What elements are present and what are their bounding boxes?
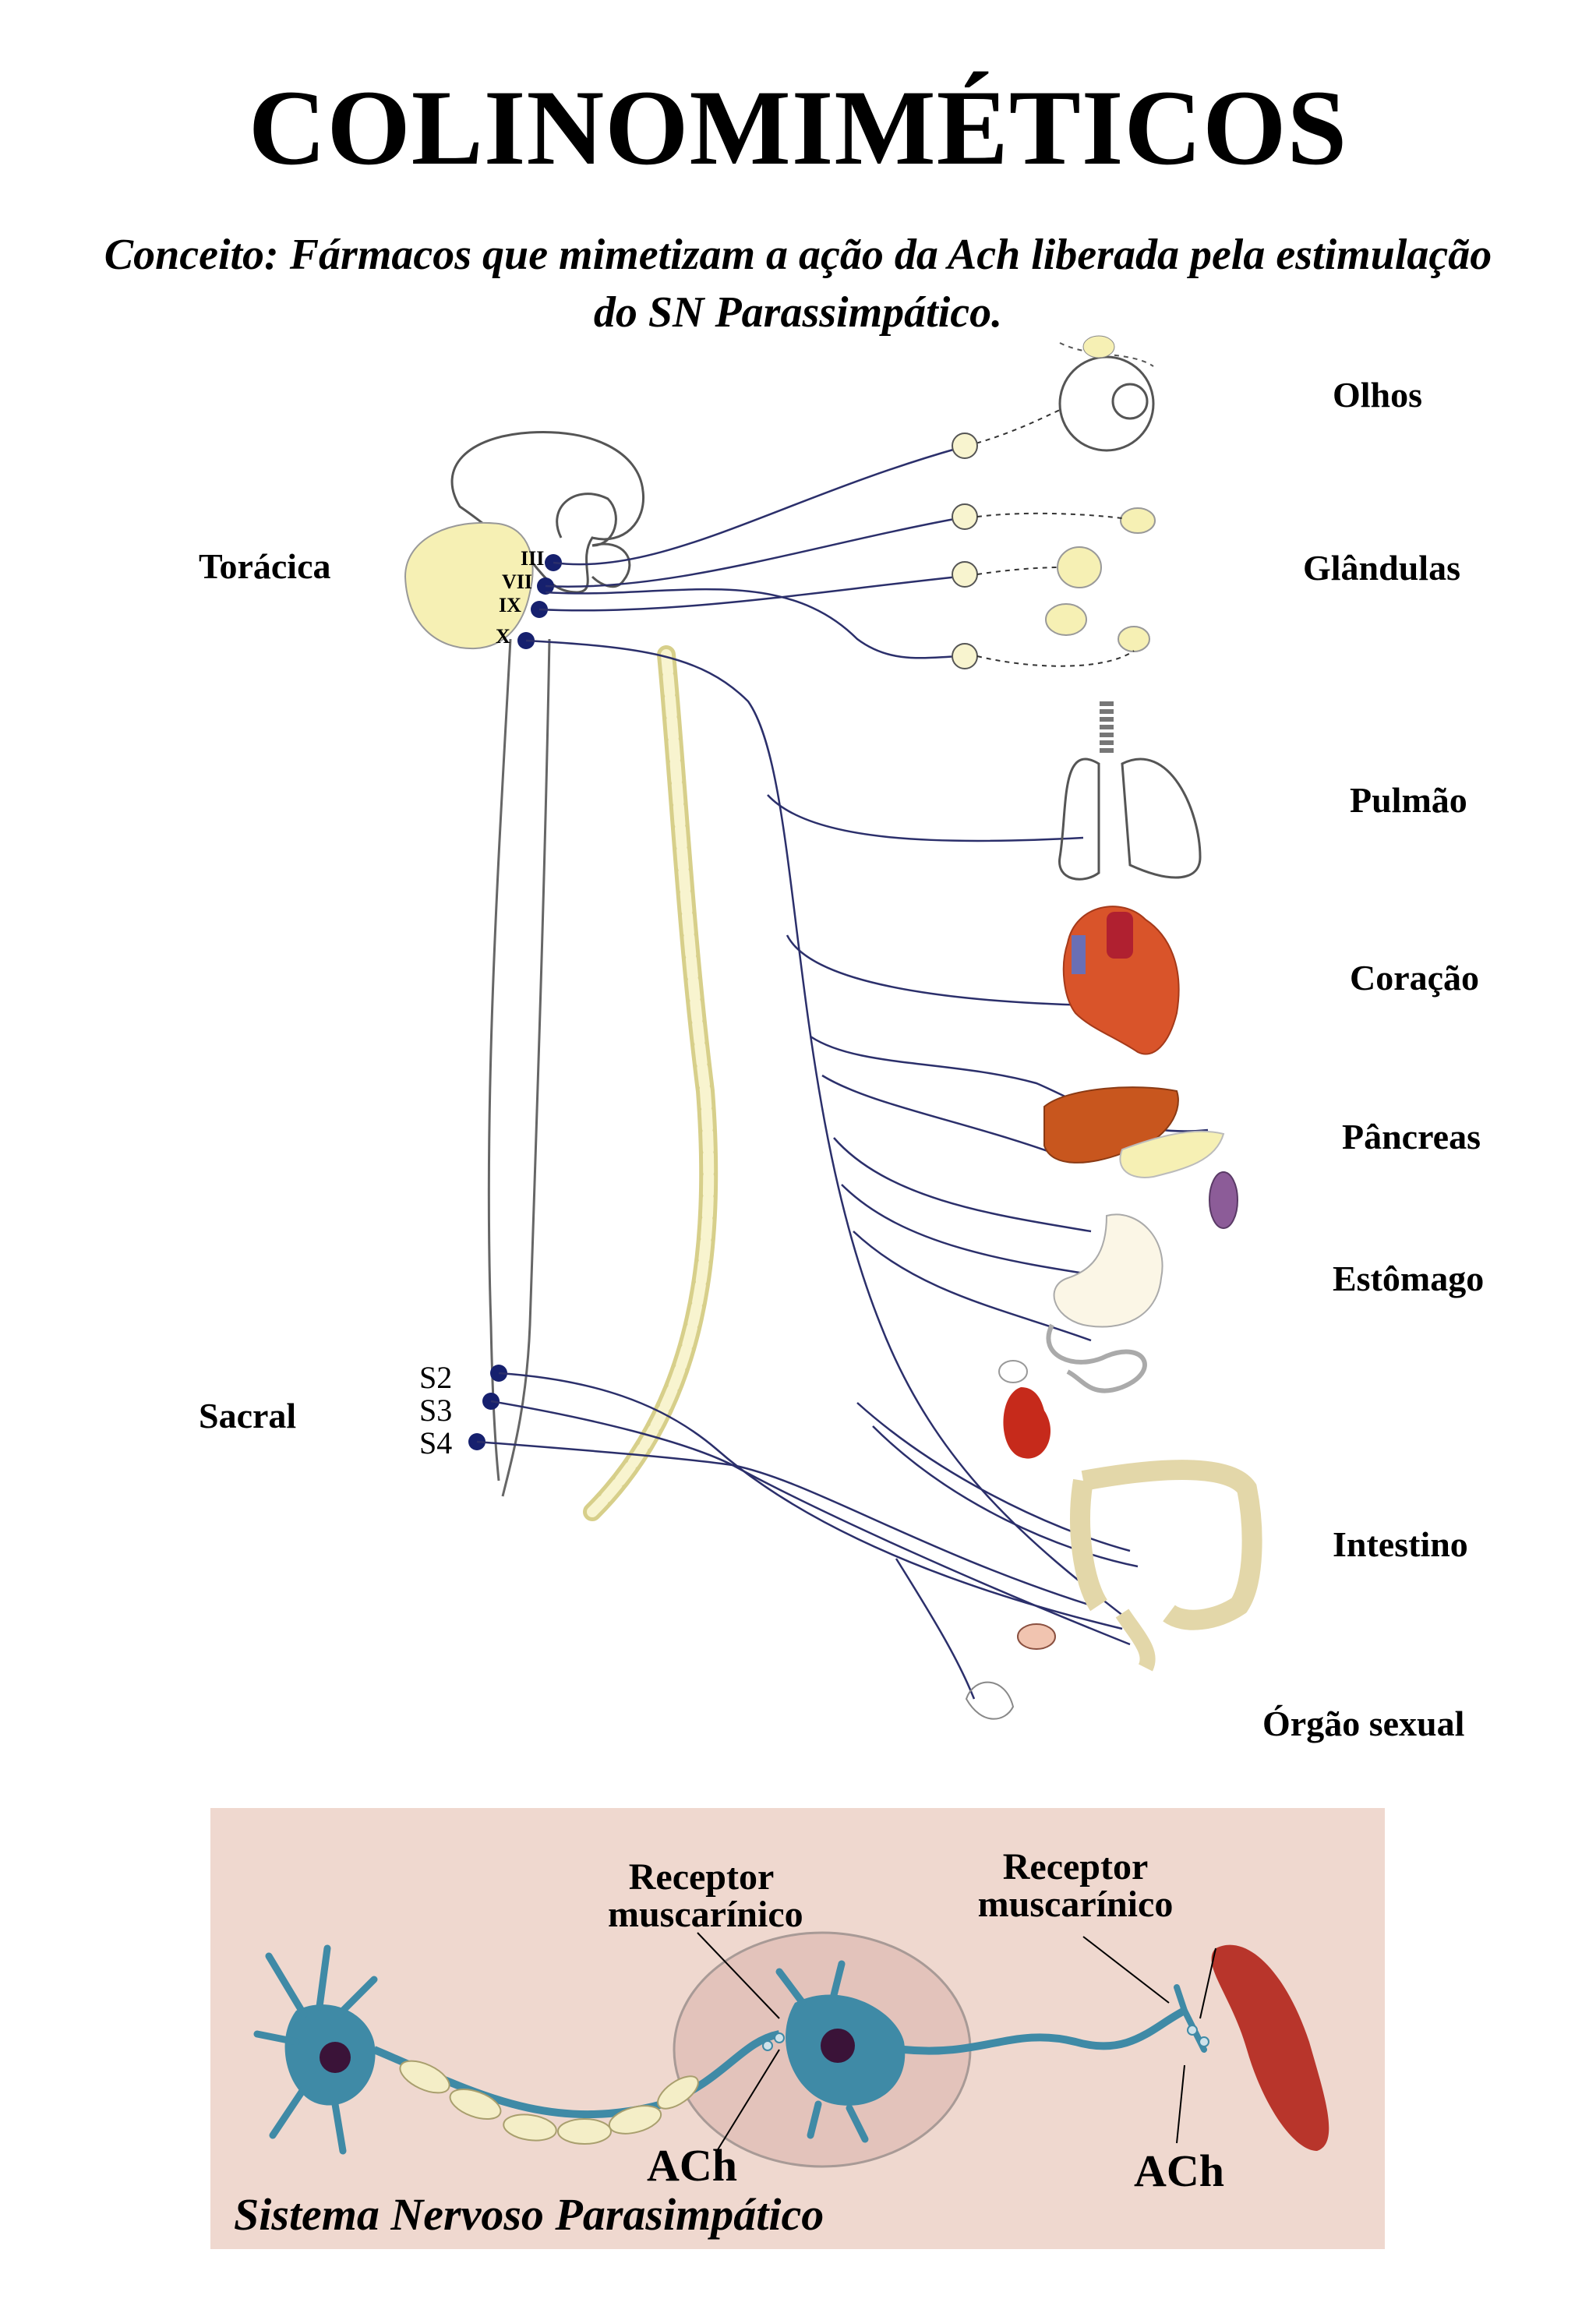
cerebellum xyxy=(404,521,534,650)
spinal-cord-left xyxy=(487,638,512,1481)
lung-right xyxy=(1121,757,1202,879)
large-intestine xyxy=(1070,1460,1262,1630)
brainstem-curl xyxy=(556,493,617,547)
lacrimal-gland xyxy=(1082,335,1115,358)
receptor-label-1-line-b: muscarínico xyxy=(608,1894,803,1935)
concept-text: Conceito: Fármacos que mimetizam a ação … xyxy=(31,226,1565,341)
heart xyxy=(1062,906,1180,1055)
sacral-s3: S3 xyxy=(419,1393,453,1428)
sacral-s4: S4 xyxy=(419,1425,453,1460)
neuron-1-nucleus xyxy=(320,2042,351,2073)
ach-label-1: ACh xyxy=(647,2140,738,2191)
organ-glandulas: Glândulas xyxy=(1303,548,1460,588)
vena-cava xyxy=(1072,935,1086,974)
nerve-gland-3 xyxy=(545,588,959,659)
lung-left xyxy=(1058,757,1100,881)
cranial-nerve-x: X xyxy=(496,625,510,648)
eye-globe xyxy=(1058,355,1155,452)
receptor-label-1: Receptor muscarínico xyxy=(608,1856,803,1935)
neuron-2-nucleus xyxy=(821,2029,855,2063)
receptor-label-2-line-a: Receptor xyxy=(1002,1846,1149,1888)
sexual-organ xyxy=(965,1681,1015,1720)
nerve-gland-2 xyxy=(538,575,959,612)
postganglionic-axon xyxy=(903,2007,1187,2055)
pons-shape xyxy=(591,542,631,588)
nerve-pancreas-2 xyxy=(821,1074,1076,1163)
cranial-nerve-vii: VII xyxy=(502,570,533,593)
nerve-sexual xyxy=(895,1558,976,1700)
nerve-s3 xyxy=(490,1400,1131,1646)
ganglion-ciliary xyxy=(952,433,978,459)
small-intestine xyxy=(1046,1323,1147,1393)
gland-1 xyxy=(1120,507,1156,534)
gland-2 xyxy=(1057,546,1102,588)
ach-label-2: ACh xyxy=(1134,2145,1225,2196)
organ-orgao-sexual: Órgão sexual xyxy=(1262,1704,1465,1743)
cranial-nerve-iii: III xyxy=(521,547,545,570)
organ-estomago: Estômago xyxy=(1333,1259,1485,1298)
sacral-s2: S2 xyxy=(419,1360,453,1395)
nerve-s4 xyxy=(476,1440,1092,1607)
label-sacral: Sacral xyxy=(199,1396,297,1436)
bladder xyxy=(1017,1623,1056,1650)
muscle-fiber xyxy=(1211,1944,1329,2151)
nerve-heart xyxy=(786,934,1092,1007)
stomach xyxy=(1053,1213,1163,1328)
kidney xyxy=(1003,1387,1051,1459)
cranial-nerve-ix: IX xyxy=(499,594,521,616)
organ-olhos: Olhos xyxy=(1333,375,1423,415)
nerve-intestine-1 xyxy=(856,1402,1131,1552)
panel-caption: Sistema Nervoso Parasimpático xyxy=(234,2189,824,2240)
spleen xyxy=(1209,1171,1238,1229)
spinal-cord-right xyxy=(501,638,551,1497)
organ-pancreas: Pâncreas xyxy=(1342,1117,1481,1157)
receptor-label-1-line-a: Receptor xyxy=(628,1856,775,1898)
organ-intestino: Intestino xyxy=(1333,1524,1468,1564)
nerve-stomach-2 xyxy=(841,1184,1115,1280)
receptor-label-2: Receptor muscarínico xyxy=(966,1849,1185,1923)
concept-line-2: do SN Parassimpático. xyxy=(593,288,1003,337)
page-title: COLINOMIMÉTICOS xyxy=(248,68,1348,187)
label-thoracic: Torácica xyxy=(199,546,331,586)
receptor-label-2-line-b: muscarínico xyxy=(977,1884,1174,1925)
nerve-stomach-1 xyxy=(833,1137,1092,1233)
parasympathetic-diagram xyxy=(404,335,1262,1720)
nerve-gland-1 xyxy=(545,517,959,588)
organ-coracao: Coração xyxy=(1350,958,1480,998)
nerve-vagus xyxy=(525,639,1131,1622)
nerve-intestine-2 xyxy=(872,1425,1139,1568)
aorta xyxy=(1107,912,1133,959)
nerve-stomach-3 xyxy=(853,1231,1092,1342)
nerve-lung xyxy=(767,794,1084,842)
organ-pulmao: Pulmão xyxy=(1350,780,1467,820)
nerve-eye xyxy=(553,447,959,566)
pancreas xyxy=(1119,1130,1225,1178)
gland-3 xyxy=(1045,603,1087,636)
concept-line-1: Conceito: Fármacos que mimetizam a ação … xyxy=(104,231,1492,279)
